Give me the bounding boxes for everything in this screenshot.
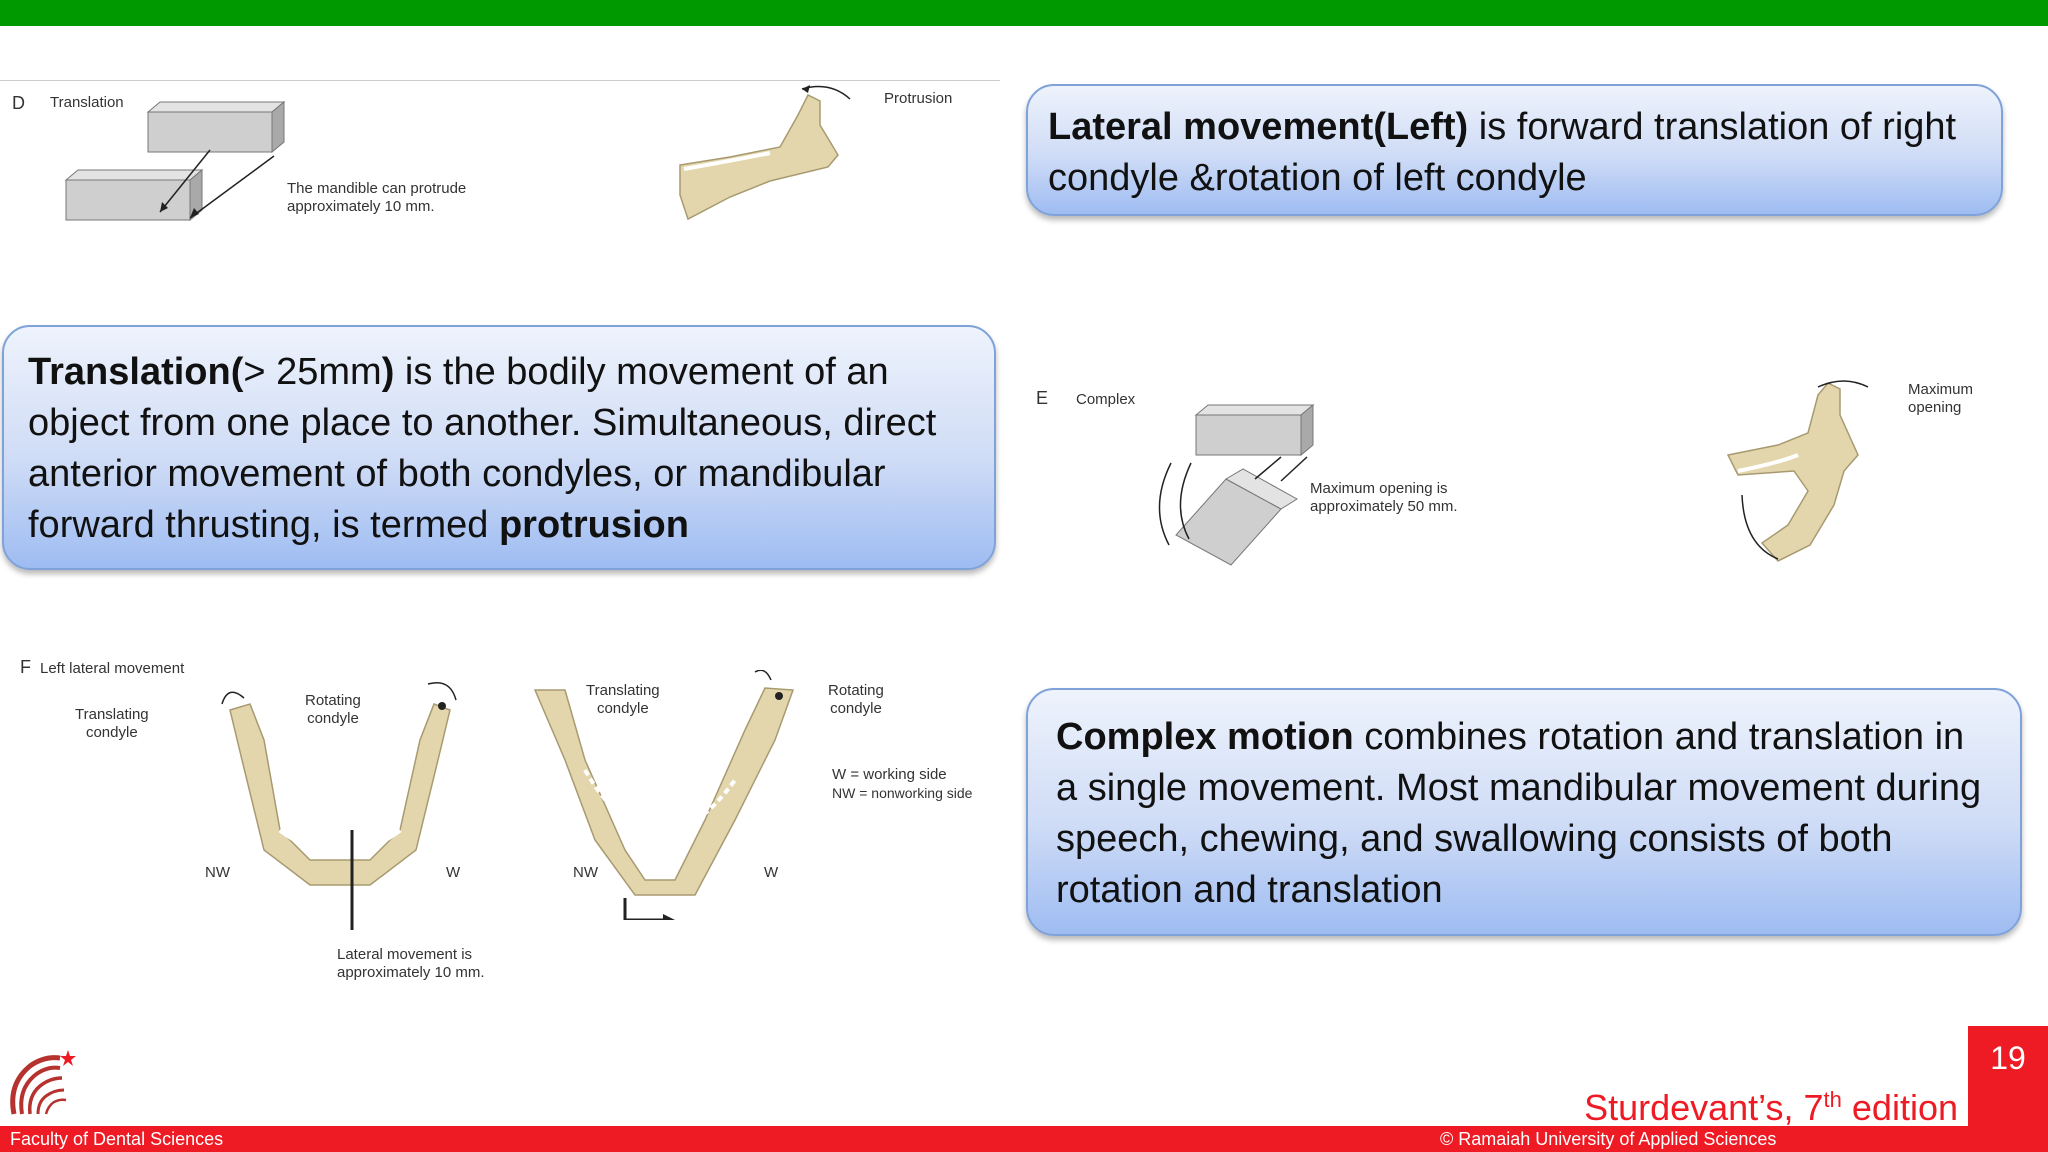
nw-label-right: NW <box>573 864 598 881</box>
figure-top-rule <box>0 80 1000 81</box>
callout-lateral-text: is forward translation of right condyle … <box>1048 106 1957 199</box>
w-label-left: W <box>446 864 461 881</box>
callout-complex-text: combines rotation and translation in a s… <box>1056 716 1982 911</box>
callout-lateral-bold: Lateral movement(Left) <box>1048 106 1469 148</box>
callout-complex-motion: Complex motion combines rotation and tra… <box>1026 688 2022 936</box>
legend-nonworking-side: NW = nonworking side <box>832 785 973 801</box>
figure-f-caption: Lateral movement is approximately 10 mm. <box>337 946 485 981</box>
figure-d-letter: D <box>12 93 25 113</box>
complex-blocks-diagram <box>1158 403 1315 566</box>
figure-d-caption: The mandible can protrude approximately … <box>287 180 467 215</box>
citation-sup: th <box>1823 1087 1842 1112</box>
translating-condyle-label-left: Translating condyle <box>75 706 149 741</box>
figure-f-title: Left lateral movement <box>40 660 185 677</box>
figure-left-lateral-movement: F Left lateral movement Translating cond… <box>10 640 1000 990</box>
callout-translation-bold-paren: ) <box>381 351 395 393</box>
rotating-condyle-label-right: Rotating condyle <box>828 682 884 717</box>
figure-d-jaw-label: Protrusion <box>884 90 953 107</box>
occlusal-mandible-diagram <box>533 670 795 920</box>
page-number-box: 19 <box>1968 1026 2048 1126</box>
textbook-citation: Sturdevant’s, 7th edition <box>1584 1078 1958 1130</box>
callout-translation-bold: Translation( <box>28 351 244 393</box>
legend-working-side: W = working side <box>832 766 947 783</box>
nw-label-left: NW <box>205 864 230 881</box>
figure-d-title: Translation <box>50 94 124 111</box>
citation-name: Sturdevant’s, 7 <box>1584 1087 1824 1128</box>
maximum-opening-mandible-icon <box>1726 380 1869 562</box>
callout-translation-range: > 25mm <box>243 351 382 393</box>
figure-complex: E Complex Maximum opening is approximate… <box>1026 365 2026 585</box>
translating-condyle-label-right: Translating condyle <box>586 682 660 717</box>
top-green-bar <box>0 0 2048 26</box>
callout-translation-text: is the bodily movement of an object from… <box>28 351 937 546</box>
callout-complex-bold: Complex motion <box>1056 716 1354 758</box>
figure-e-jaw-label: Maximum opening <box>1908 381 1974 416</box>
figure-e-letter: E <box>1036 388 1049 408</box>
frontal-mandible-diagram <box>221 682 457 930</box>
footer-copyright: © Ramaiah University of Applied Sciences <box>1440 1129 1777 1149</box>
citation-edition: edition <box>1841 1087 1958 1128</box>
callout-lateral-movement: Lateral movement(Left) is forward transl… <box>1026 84 2003 216</box>
university-logo <box>10 1050 76 1115</box>
figure-e-title: Complex <box>1076 391 1136 408</box>
footer-bar <box>0 1126 2048 1152</box>
w-label-right: W <box>764 864 779 881</box>
callout-translation-protrusion: protrusion <box>498 504 689 546</box>
figure-f-letter: F <box>20 657 31 677</box>
translation-blocks-diagram <box>64 100 286 222</box>
protrusion-mandible-icon <box>679 85 851 221</box>
callout-translation: Translation(> 25mm) is the bodily moveme… <box>2 325 996 570</box>
rotating-condyle-label-left: Rotating condyle <box>305 692 361 727</box>
page-number: 19 <box>1990 1040 2026 1076</box>
figure-e-caption: Maximum opening is approximately 50 mm. <box>1310 480 1458 515</box>
figure-translation: D Translation The mandible can protrude … <box>0 80 1000 240</box>
footer-faculty: Faculty of Dental Sciences <box>10 1129 224 1149</box>
